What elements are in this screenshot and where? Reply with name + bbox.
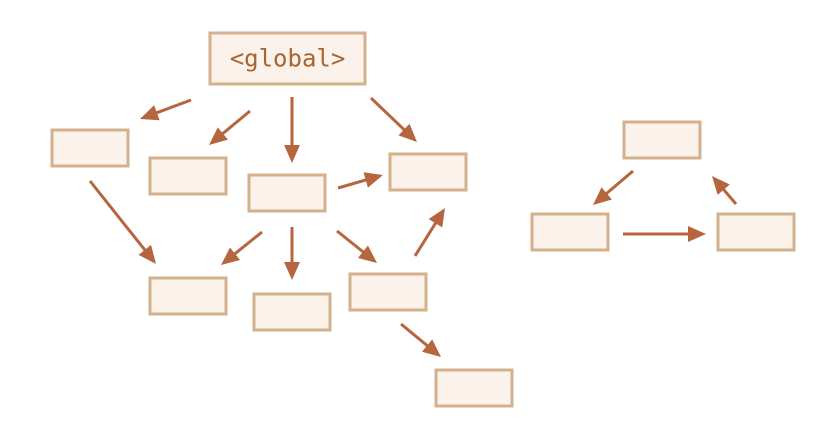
edge-n3-to-n7 [336,229,377,263]
edge-line [400,322,430,348]
node-n1 [50,128,130,168]
arrowhead-icon [593,187,612,205]
node-box [208,31,367,86]
edge-line [337,177,369,190]
node-n8 [434,368,514,408]
arrowhead-icon [688,226,706,242]
node-box [434,368,514,408]
edge-n3-to-n4 [337,172,383,190]
edge-c1-to-c2 [593,169,634,205]
arrowhead-icon [357,245,377,263]
node-c2 [530,212,610,252]
node-label: <global> [230,45,346,73]
arrowhead-icon [398,123,417,142]
arrowhead-icon [363,172,383,188]
edge-line [232,230,263,257]
node-box [348,272,428,312]
node-box [716,212,796,252]
edge-line [369,96,407,133]
node-global: <global> [208,31,367,86]
nodes-layer: <global> [50,31,796,408]
node-c1 [622,120,702,160]
node-n5 [148,276,228,316]
node-box [148,156,228,196]
edge-n7-to-n8 [400,322,441,357]
edge-line [336,229,366,255]
edge-global-to-n3 [284,97,300,163]
node-n6 [252,292,332,332]
edge-n7-to-n4 [413,208,445,257]
edge-line [721,187,738,205]
edge-line [220,109,251,136]
node-n7 [348,272,428,312]
edge-c3-to-c1 [712,176,738,205]
edge-line [604,169,634,196]
node-box [622,120,702,160]
arrowhead-icon [140,105,160,121]
edges-layer [88,96,738,357]
node-box [247,173,327,213]
edge-global-to-n4 [369,96,417,142]
node-n3 [247,173,327,213]
edge-line [154,98,192,115]
node-box [50,128,130,168]
node-c3 [716,212,796,252]
arrowhead-icon [712,176,730,195]
arrowhead-icon [428,208,445,228]
arrowhead-icon [422,339,441,357]
arrowhead-icon [138,244,156,264]
node-n2 [148,156,228,196]
arrowhead-icon [221,247,241,265]
node-box [530,212,610,252]
node-n4 [388,152,468,192]
node-box [148,276,228,316]
edge-n3-to-n6 [284,227,300,280]
arrowhead-icon [284,262,300,280]
edge-line [88,180,148,253]
edge-global-to-n2 [209,109,251,145]
edge-n3-to-n5 [221,230,263,265]
edge-global-to-n1 [140,98,192,121]
edge-line [413,220,438,257]
node-box [252,292,332,332]
arrowhead-icon [284,145,300,163]
edge-c2-to-c3 [623,226,706,242]
node-box [388,152,468,192]
arrowhead-icon [209,127,228,145]
edge-n1-to-n5 [88,180,156,264]
